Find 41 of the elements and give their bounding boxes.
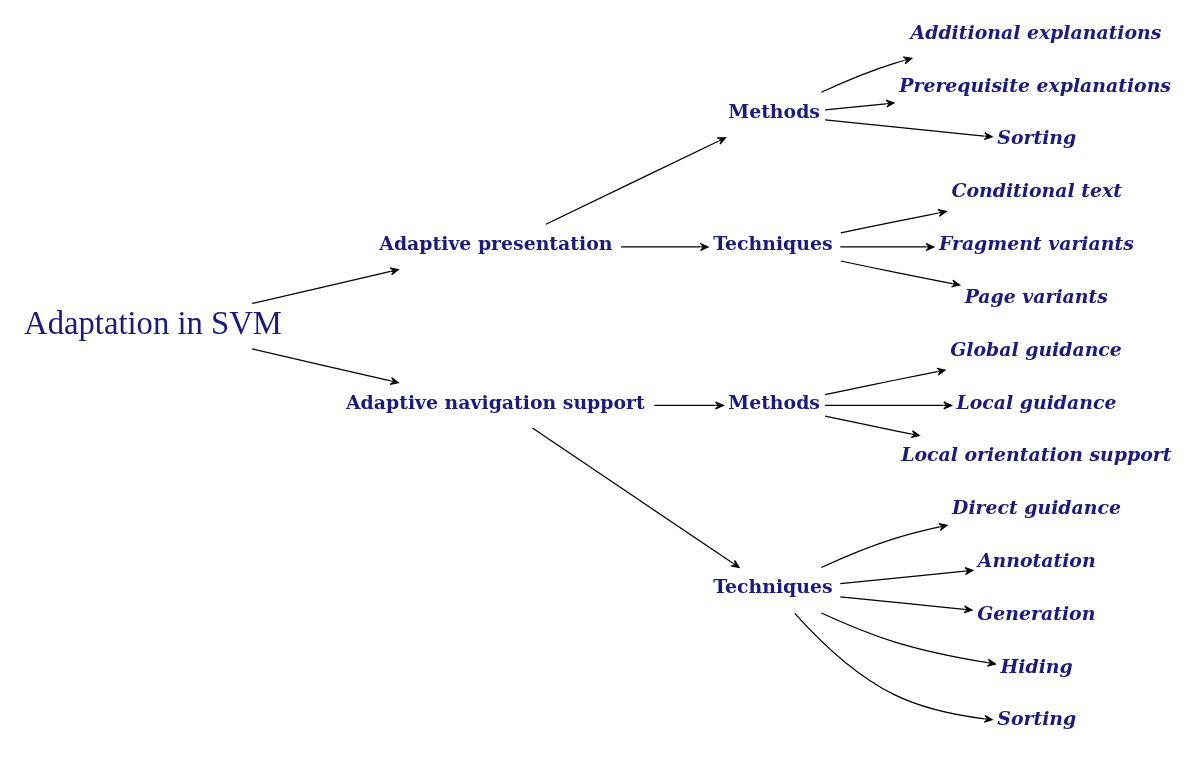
arrow (820, 56, 913, 93)
arrow (839, 567, 974, 585)
node-text: Hiding (1000, 654, 1073, 677)
node-text: Adaptive presentation (379, 232, 613, 255)
node-text: Sorting (997, 707, 1077, 730)
arrow (840, 260, 961, 288)
node-text: Conditional text (951, 179, 1122, 202)
node-text: Adaptation in SVM (24, 305, 282, 342)
node-text: Techniques (713, 232, 833, 255)
node-text: Generation (977, 601, 1096, 624)
arrow (820, 523, 948, 569)
arrow (794, 612, 993, 723)
node-text: Prerequisite explanations (899, 73, 1171, 96)
arrow (824, 119, 993, 141)
node-text: Local orientation support (901, 443, 1172, 466)
node-text: Global guidance (950, 337, 1122, 360)
node-text: Local guidance (956, 390, 1117, 413)
node-text: Fragment variants (938, 232, 1134, 255)
node-text: Annotation (977, 549, 1096, 571)
node-text: Sorting (997, 126, 1077, 149)
arrow (620, 242, 709, 251)
arrow (824, 99, 895, 111)
arrow (824, 415, 920, 439)
arrow (839, 596, 973, 614)
arrow (820, 612, 996, 667)
node-text: Direct guidance (952, 496, 1121, 519)
node-text: Adaptive navigation support (345, 390, 645, 413)
arrow (251, 348, 399, 385)
node-text: Methods (728, 390, 820, 413)
arrow (824, 401, 953, 410)
arrow (653, 401, 724, 410)
arrow (531, 427, 740, 569)
node-text: Page variants (964, 284, 1108, 307)
arrow (839, 242, 935, 251)
arrow (545, 137, 727, 225)
node-text: Additional explanations (910, 20, 1162, 43)
arrow (824, 367, 946, 396)
node-text: Techniques (713, 575, 833, 598)
node-text: Methods (728, 100, 820, 123)
arrow (251, 267, 399, 305)
arrow (840, 209, 947, 234)
